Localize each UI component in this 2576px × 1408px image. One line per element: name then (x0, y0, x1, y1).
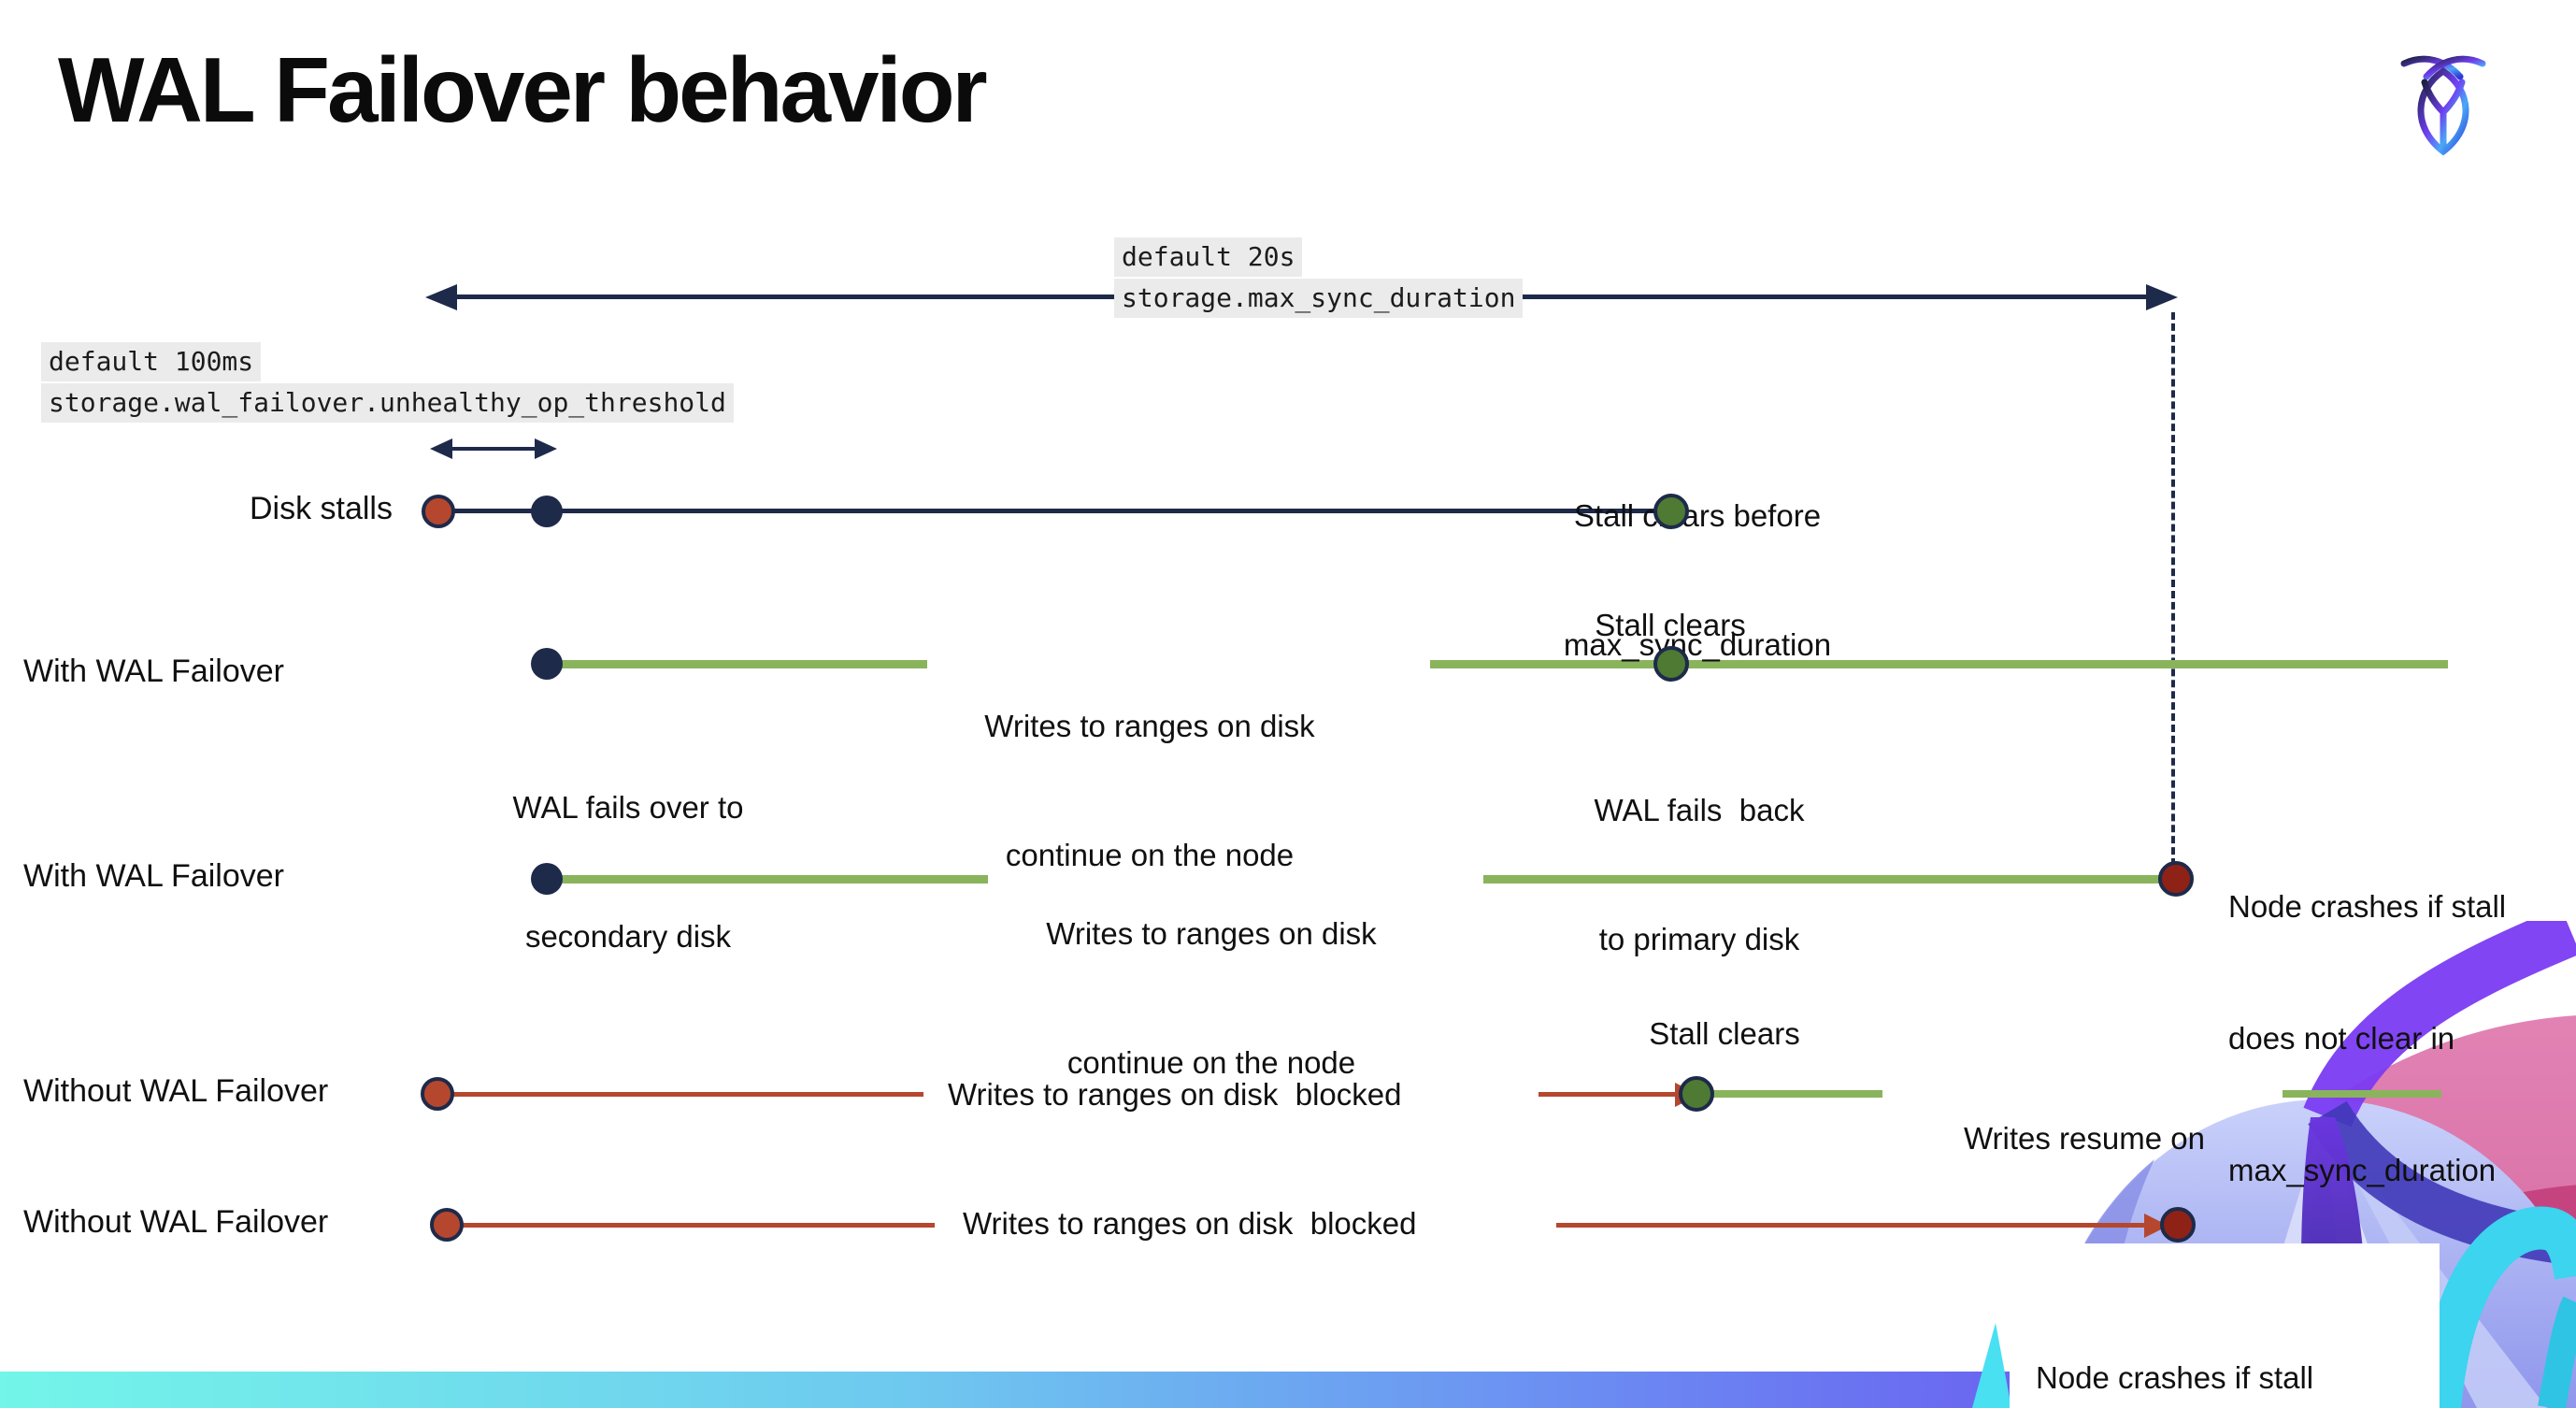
arrowhead-right-icon (2146, 284, 2178, 310)
threshold-arrow-line (449, 447, 537, 451)
unhealthy-op-threshold-label: default 100ms storage.wal_failover.unhea… (41, 342, 734, 424)
max-sync-duration-label: default 20s storage.max_sync_duration (1114, 237, 1524, 320)
stall-clears-before-note: Stall clears before max_sync_duration (1563, 498, 1832, 662)
writes-continue-line-b (1430, 660, 2448, 668)
failover-dot (531, 648, 563, 680)
writes-blocked-note-1: Writes to ranges on disk blocked (948, 1077, 1402, 1112)
writes-blocked-note-2: Writes to ranges on disk blocked (963, 1206, 1417, 1241)
small-arrowhead-right-icon (535, 438, 557, 459)
row-label-without-wal-failover-1: Without WAL Failover (23, 1073, 329, 1109)
stall-start-dot-3 (430, 1208, 464, 1242)
node-crashes-note-2: Node crashes if stall does not clear in … (2036, 1360, 2314, 1395)
stall-start-dot-2 (421, 1077, 454, 1111)
max-sync-default-label: default 20s (1114, 237, 1303, 277)
wal-fails-back-note: WAL fails back to primary disk (1594, 793, 1805, 956)
stall-clears-dot-2 (1679, 1076, 1714, 1112)
row-label-disk-stalls: Disk stalls (249, 491, 393, 526)
cockroachdb-logo-icon (2400, 55, 2486, 156)
writes-blocked-line-a (451, 1092, 923, 1097)
row-label-with-wal-failover-1: With WAL Failover (23, 654, 284, 689)
row-label-with-wal-failover-2: With WAL Failover (23, 858, 284, 894)
writes-resume-line-a (1712, 1090, 1882, 1098)
threshold-default-label: default 100ms (41, 342, 262, 381)
threshold-dot (531, 496, 563, 527)
node-crash-dot-2 (2160, 1207, 2196, 1243)
writes-blocked-line-d (1556, 1223, 2145, 1228)
threshold-setting-name: storage.wal_failover.unhealthy_op_thresh… (41, 383, 734, 423)
stall-clears-note-1: Stall clears (1595, 608, 1746, 642)
max-sync-deadline-dashed-line (2171, 312, 2175, 866)
row-label-without-wal-failover-2: Without WAL Failover (23, 1204, 329, 1240)
writes-continue-line-d (1483, 875, 2176, 884)
wal-fails-over-note: WAL fails over to secondary disk (512, 790, 744, 954)
stall-clears-dot (1653, 494, 1689, 529)
writes-continue-line-a (556, 660, 927, 668)
arrowhead-left-icon (425, 284, 457, 310)
crash-callout-box (2010, 1243, 2440, 1408)
small-arrowhead-left-icon (430, 438, 452, 459)
writes-blocked-line-b (1538, 1092, 1679, 1097)
disk-stall-timeline (438, 509, 1671, 513)
writes-blocked-line-c (460, 1223, 935, 1228)
stall-start-dot (422, 495, 455, 528)
failover-dot-2 (531, 863, 563, 895)
writes-resume-line-b (2283, 1090, 2441, 1098)
node-crash-dot-1 (2158, 861, 2194, 897)
page-title: WAL Failover behavior (58, 38, 988, 141)
fails-back-dot (1653, 646, 1689, 682)
writes-continue-note-1: Writes to ranges on disk continue on the… (984, 709, 1315, 872)
writes-continue-note-2: Writes to ranges on disk continue on the… (1046, 916, 1377, 1080)
node-crashes-note-1: Node crashes if stall does not clear in … (2228, 889, 2507, 1187)
max-sync-setting-name: storage.max_sync_duration (1114, 279, 1524, 318)
writes-continue-line-c (556, 875, 988, 884)
stall-clears-note-2: Stall clears (1649, 1016, 1800, 1051)
